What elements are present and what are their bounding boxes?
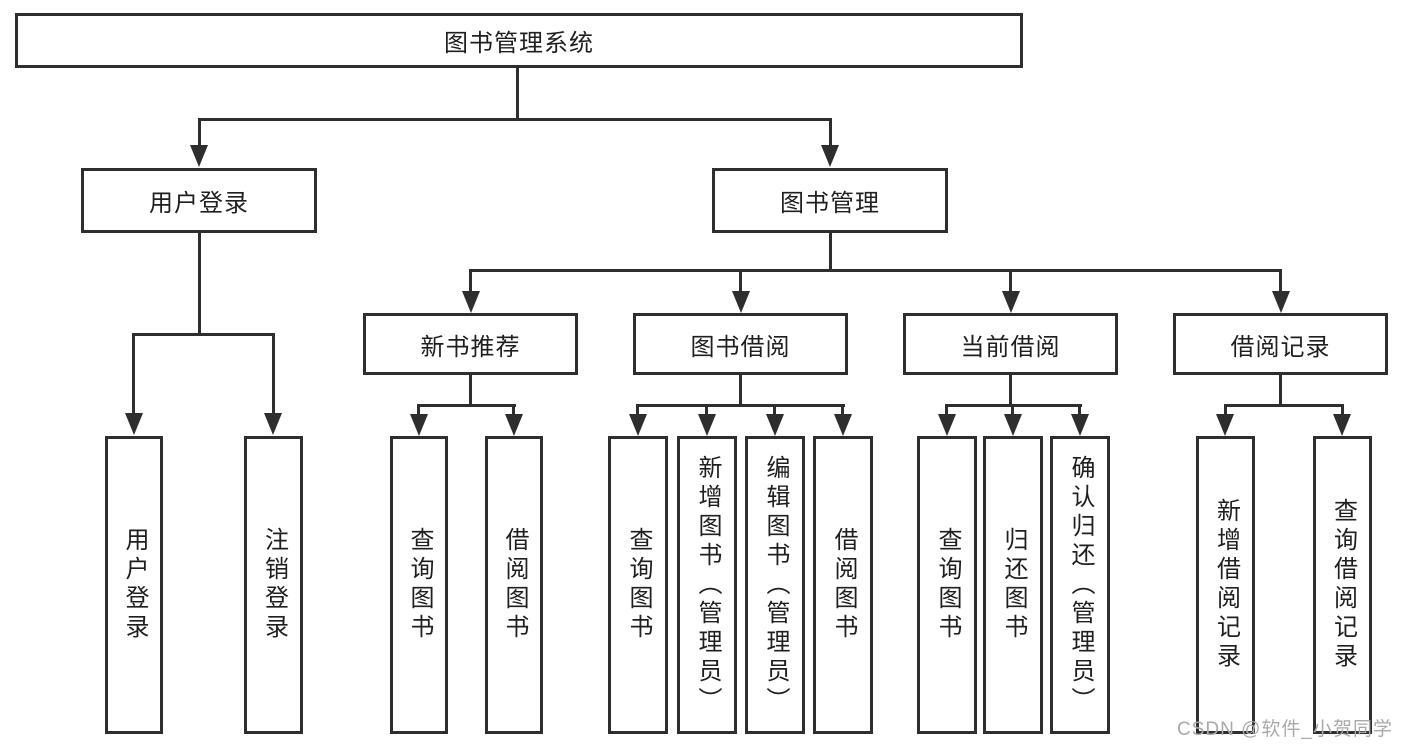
node-new-book-recommend-label: 新书推荐 bbox=[420, 333, 521, 361]
arrowhead-cb-return bbox=[1004, 414, 1022, 436]
leaf-newbooks-borrow-books: 借阅图书 bbox=[485, 436, 543, 734]
connector-to-current-borrowing bbox=[1009, 269, 1012, 292]
arrowhead-to-leaf-logout bbox=[264, 413, 282, 435]
connector-borrow-records-stub bbox=[1279, 375, 1282, 406]
connector-new-book-rail bbox=[417, 404, 516, 407]
connector-user-login-rail bbox=[132, 333, 275, 336]
node-new-book-recommend: 新书推荐 bbox=[363, 313, 578, 375]
leaf-records-add-record: 新增借阅记录 bbox=[1196, 436, 1255, 734]
node-user-login-label: 用户登录 bbox=[149, 190, 249, 217]
arrowhead-nb-query bbox=[410, 414, 428, 436]
csdn-watermark: CSDN @软件_小贺同学 bbox=[1177, 719, 1393, 740]
node-book-management: 图书管理 bbox=[712, 168, 948, 233]
connector-to-book-management bbox=[829, 118, 832, 147]
connector-cb-confirm bbox=[1078, 404, 1081, 416]
node-book-borrowing-label: 图书借阅 bbox=[690, 333, 791, 361]
node-current-borrowing: 当前借阅 bbox=[903, 313, 1118, 375]
node-book-management-label: 图书管理 bbox=[780, 190, 880, 217]
leaf-borrowing-edit-books-admin: 编辑图书（管理员） bbox=[745, 436, 805, 734]
node-library-system-label: 图书管理系统 bbox=[444, 30, 594, 57]
connector-book-management-stub bbox=[829, 233, 832, 271]
connector-to-user-login bbox=[198, 118, 201, 147]
connector-nb-query bbox=[417, 404, 420, 416]
arrowhead-br-query bbox=[1333, 414, 1351, 436]
node-library-system: 图书管理系统 bbox=[15, 13, 1023, 68]
connector-root-stub bbox=[516, 68, 519, 120]
connector-current-borrowing-stub bbox=[1009, 375, 1012, 406]
leaf-current-return-books: 归还图书 bbox=[983, 436, 1043, 734]
connector-to-borrow-records bbox=[1279, 269, 1282, 292]
leaf-borrowing-borrow-books: 借阅图书 bbox=[813, 436, 873, 734]
arrowhead-bb-edit bbox=[766, 414, 784, 436]
connector-to-leaf-logout bbox=[272, 333, 275, 414]
leaf-borrowing-query-books: 查询图书 bbox=[608, 436, 668, 734]
connector-cb-return bbox=[1011, 404, 1014, 416]
connector-br-add bbox=[1224, 404, 1227, 416]
arrowhead-to-borrow-records bbox=[1272, 291, 1290, 313]
leaf-user-login: 用户登录 bbox=[105, 436, 163, 734]
connector-to-leaf-user-login bbox=[132, 333, 135, 414]
connector-book-borrowing-rail bbox=[636, 404, 845, 407]
connector-cb-query bbox=[945, 404, 948, 416]
leaf-newbooks-query-books: 查询图书 bbox=[390, 436, 448, 734]
arrowhead-to-current-borrowing bbox=[1002, 291, 1020, 313]
connector-bb-add bbox=[705, 404, 708, 416]
leaf-current-query-books: 查询图书 bbox=[917, 436, 977, 734]
connector-book-borrowing-stub bbox=[739, 375, 742, 406]
connector-user-login-stub bbox=[198, 233, 201, 335]
arrowhead-to-user-login bbox=[190, 145, 208, 167]
arrowhead-to-new-book bbox=[462, 291, 480, 313]
arrowhead-br-add bbox=[1216, 414, 1234, 436]
arrowhead-nb-borrow bbox=[505, 414, 523, 436]
connector-new-book-stub bbox=[469, 375, 472, 406]
node-book-borrowing: 图书借阅 bbox=[633, 313, 848, 375]
arrowhead-bb-borrow bbox=[834, 414, 852, 436]
connector-level3-rail bbox=[469, 269, 1282, 272]
connector-borrow-records-rail bbox=[1224, 404, 1344, 407]
connector-level1-rail bbox=[198, 118, 832, 121]
arrowhead-to-leaf-user-login bbox=[125, 413, 143, 435]
node-current-borrowing-label: 当前借阅 bbox=[960, 333, 1061, 361]
node-user-login: 用户登录 bbox=[81, 168, 317, 233]
arrowhead-bb-query bbox=[629, 414, 647, 436]
connector-br-query bbox=[1341, 404, 1344, 416]
arrowhead-cb-query bbox=[938, 414, 956, 436]
leaf-current-confirm-return-admin: 确认归还（管理员） bbox=[1050, 436, 1110, 734]
arrowhead-bb-add bbox=[698, 414, 716, 436]
connector-to-new-book bbox=[469, 269, 472, 292]
connector-nb-borrow bbox=[512, 404, 515, 416]
leaf-logout: 注销登录 bbox=[244, 436, 303, 734]
connector-to-book-borrowing bbox=[739, 269, 742, 292]
arrowhead-to-book-management bbox=[821, 145, 839, 167]
node-borrow-records: 借阅记录 bbox=[1173, 313, 1388, 375]
leaf-borrowing-add-books-admin: 新增图书（管理员） bbox=[677, 436, 737, 734]
arrowhead-to-book-borrowing bbox=[732, 291, 750, 313]
leaf-records-query-record: 查询借阅记录 bbox=[1313, 436, 1372, 734]
connector-bb-borrow bbox=[841, 404, 844, 416]
arrowhead-cb-confirm bbox=[1071, 414, 1089, 436]
connector-bb-query bbox=[636, 404, 639, 416]
node-borrow-records-label: 借阅记录 bbox=[1230, 333, 1331, 361]
connector-bb-edit bbox=[773, 404, 776, 416]
